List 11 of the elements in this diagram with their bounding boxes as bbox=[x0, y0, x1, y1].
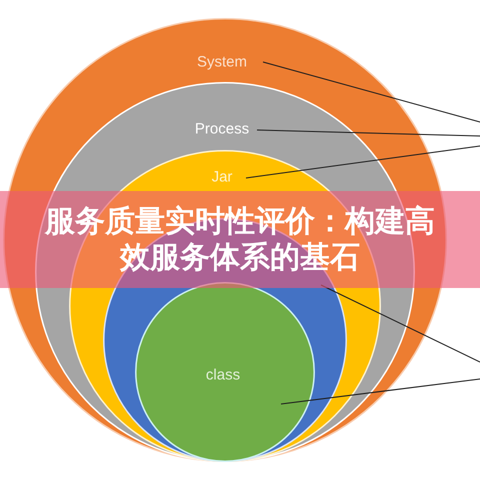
leader-line bbox=[246, 146, 480, 178]
layer-label: class bbox=[206, 366, 240, 384]
leader-line bbox=[320, 284, 480, 362]
leader-line bbox=[280, 378, 480, 404]
layer-circle bbox=[135, 282, 315, 462]
leader-line bbox=[262, 62, 480, 122]
layer-label: Jar bbox=[212, 168, 232, 186]
leader-line bbox=[256, 130, 480, 136]
layer-circle bbox=[3, 18, 447, 462]
layer-label: System bbox=[197, 54, 247, 70]
layer-label: Process bbox=[194, 120, 250, 138]
